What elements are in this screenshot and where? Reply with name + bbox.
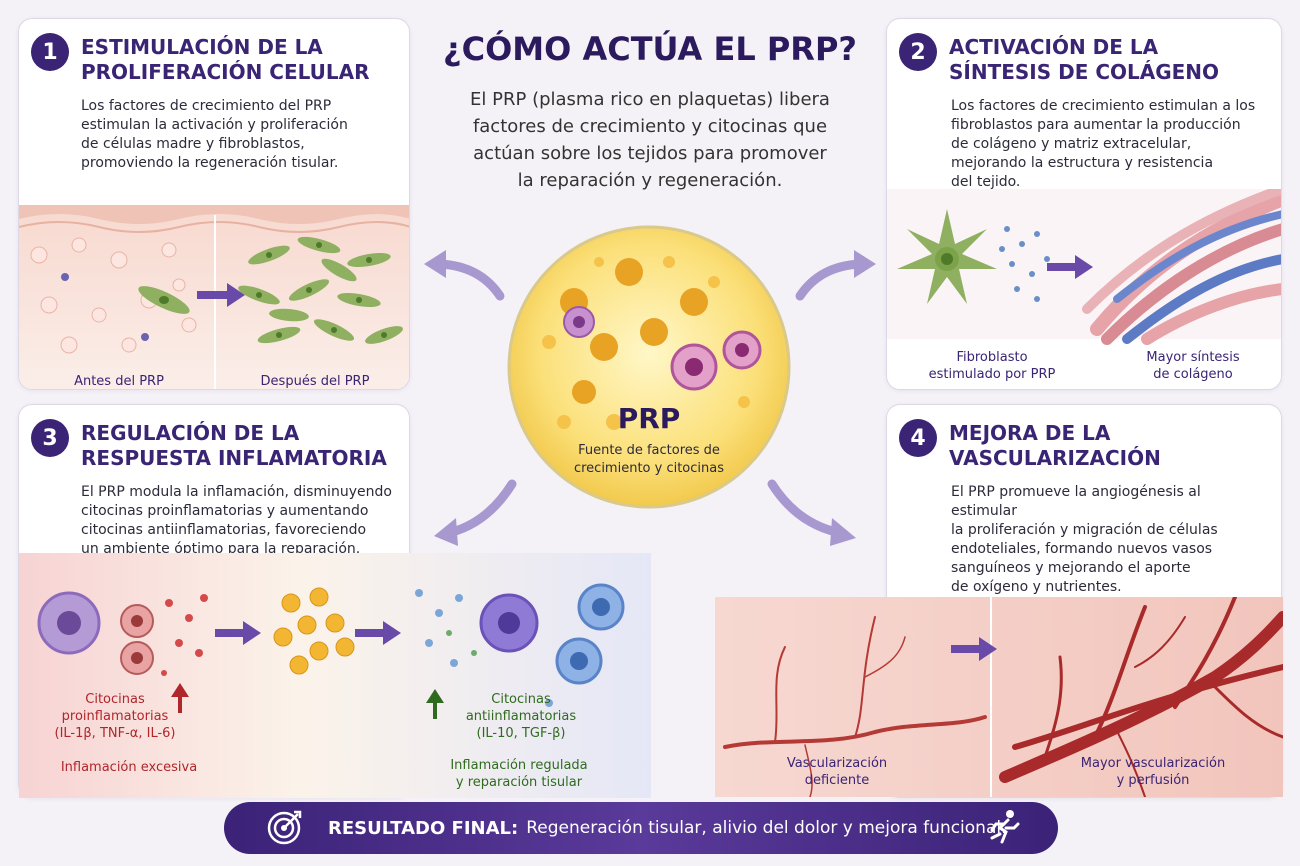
page-title: ¿CÓMO ACTÚA EL PRP? [443,30,857,68]
caption-antiinflammatory: Citocinas antiinflamatorias (IL-10, TGF-… [465,692,577,741]
card-description: El PRP promueve la angiogénesis al estim… [951,484,1218,595]
caption-deficient: Vascularización deficiente [786,756,888,788]
step-number-2: 2 [899,33,937,71]
card-description: Los factores de crecimiento del PRP esti… [81,98,348,171]
arrow-to-card1 [424,250,505,301]
card-title: ESTIMULACIÓN DE LA PROLIFERACIÓN CELULAR [81,35,370,84]
result-label: RESULTADO FINAL: [328,817,519,839]
caption-after: Después del PRP [260,374,370,389]
prp-circle [507,225,791,509]
step-number-3: 3 [31,419,69,457]
caption-collagen: Mayor síntesis de colágeno [1146,350,1240,382]
card-description: Los factores de crecimiento estimulan a … [951,98,1256,190]
prp-subtitle: Fuente de factores de crecimiento y cito… [573,443,725,476]
step-number-1: 1 [31,33,69,71]
vascularization-illustration [715,597,1283,797]
result-text: Regeneración tisular, alivio del dolor y… [526,818,1007,838]
card-description: El PRP modula la inflamación, disminuyen… [81,484,392,557]
card-title: MEJORA DE LA VASCULARIZACIÓN [949,421,1161,470]
arrow-to-card4 [767,479,856,546]
collagen-illustration [887,189,1281,345]
result-banner: RESULTADO FINAL: Regeneración tisular, a… [224,802,1058,854]
inflammation-illustration [19,553,651,798]
arrow-to-card2 [795,250,876,301]
step-number-4: 4 [899,419,937,457]
card-title: REGULACIÓN DE LA RESPUESTA INFLAMATORIA [81,421,387,470]
caption-improved: Mayor vascularización y perfusión [1080,756,1226,788]
card-vascularization: 4 MEJORA DE LA VASCULARIZACIÓN El PRP pr… [715,404,1283,798]
caption-before: Antes del PRP [74,374,164,389]
prp-label: PRP [617,402,681,435]
caption-regulated-inflammation: Inflamación regulada y reparación tisula… [450,758,588,790]
card-inflammatory-response: 3 REGULACIÓN DE LA RESPUESTA INFLAMATORI… [18,404,651,798]
target-icon [267,810,302,845]
caption-proinflammatory: Citocinas proinflamatorias (IL-1β, TNF-α… [54,692,176,741]
runner-icon [990,810,1020,844]
card-title: ACTIVACIÓN DE LA SÍNTESIS DE COLÁGENO [949,35,1220,84]
proliferation-illustration [19,205,409,389]
arrow-to-card3 [434,479,517,546]
caption-fibroblast: Fibroblasto estimulado por PRP [928,350,1056,382]
page-description: El PRP (plasma rico en plaquetas) libera… [470,89,830,191]
card-cell-proliferation: 1 ESTIMULACIÓN DE LA PROLIFERACIÓN CELUL… [18,18,410,390]
card-collagen-synthesis: 2 ACTIVACIÓN DE LA SÍNTESIS DE COLÁGENO … [886,18,1282,390]
caption-excessive-inflammation: Inflamación excesiva [60,760,198,775]
